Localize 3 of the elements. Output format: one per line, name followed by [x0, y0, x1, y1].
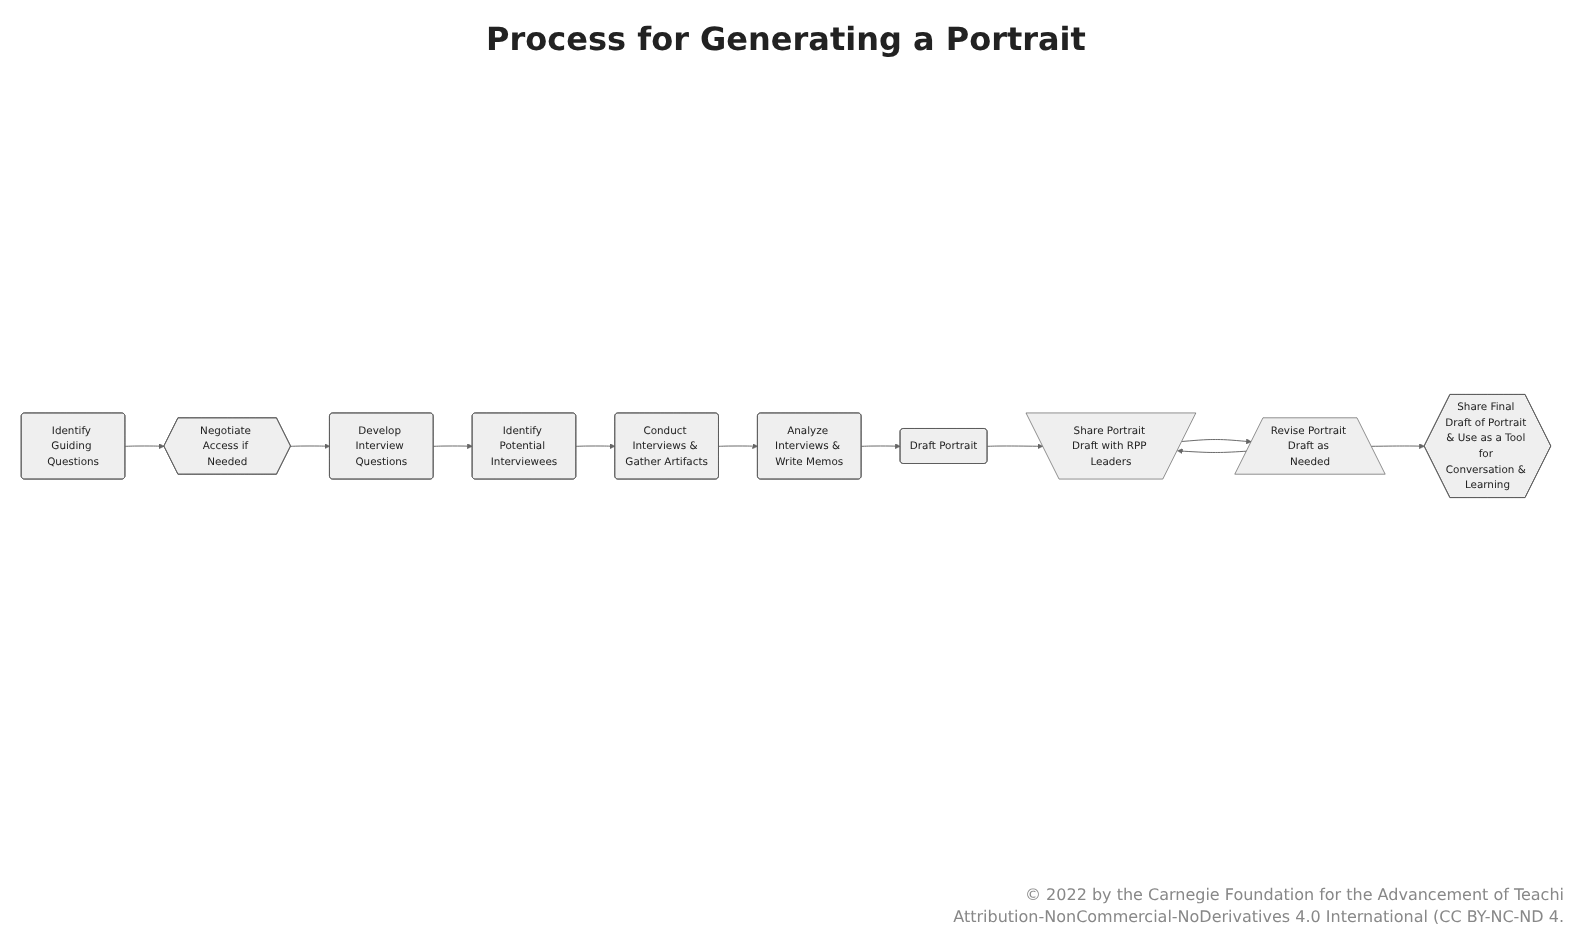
copyright-note: Attribution-NonCommercial-NoDerivatives 4.0 International (CC BY-NC-ND 4. [953, 906, 1564, 928]
copyright-note: © 2022 by the Carnegie Foundation for the Advancement of Teachi [1023, 884, 1564, 906]
diagram-title: Process for Generating a Portrait [484, 20, 1088, 58]
